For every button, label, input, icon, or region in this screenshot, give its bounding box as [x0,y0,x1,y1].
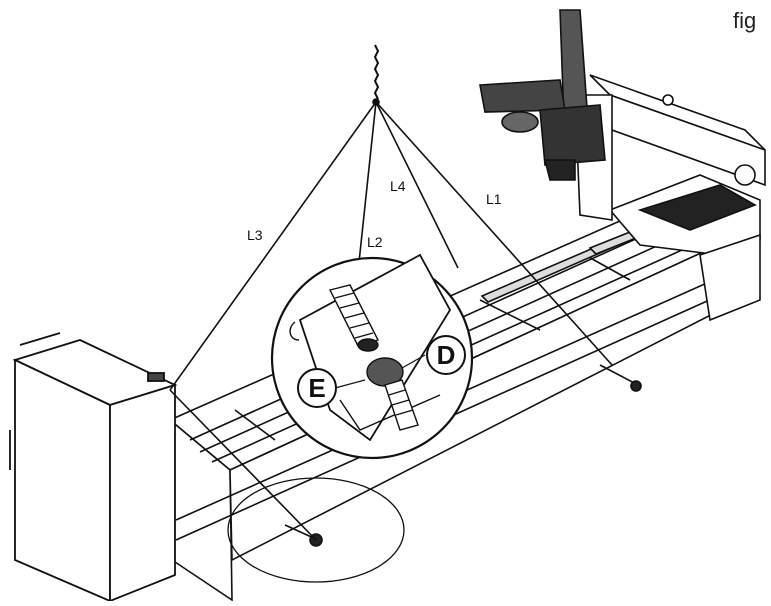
sling-l1 [375,101,613,366]
electrical-cabinet [9,332,178,603]
sling-l3 [169,101,377,391]
label-l1: L1 [486,191,502,207]
lift-point-ellipse [227,477,405,583]
hook-symbol [289,321,300,341]
callout-e-label: E [308,373,325,403]
detail-magnifier: E D [270,253,474,460]
lifting-slings [169,44,613,541]
right-housing [608,174,761,322]
figure-label: fig [733,8,757,33]
callout-e-circle [297,368,337,408]
sling-l4 [375,101,459,269]
upper-threaded-rod [328,284,380,352]
label-l2: L2 [367,234,383,250]
gantry [479,9,766,221]
lifting-bar-end-right [630,380,642,392]
callout-d-circle [426,335,466,375]
callout-d-label: D [437,340,456,370]
label-l4: L4 [390,178,406,194]
hook-chain [373,44,380,100]
sling-labels: L1 L2 L3 L4 [247,178,502,250]
label-l3: L3 [247,227,263,243]
lower-threaded-rod [384,379,419,431]
